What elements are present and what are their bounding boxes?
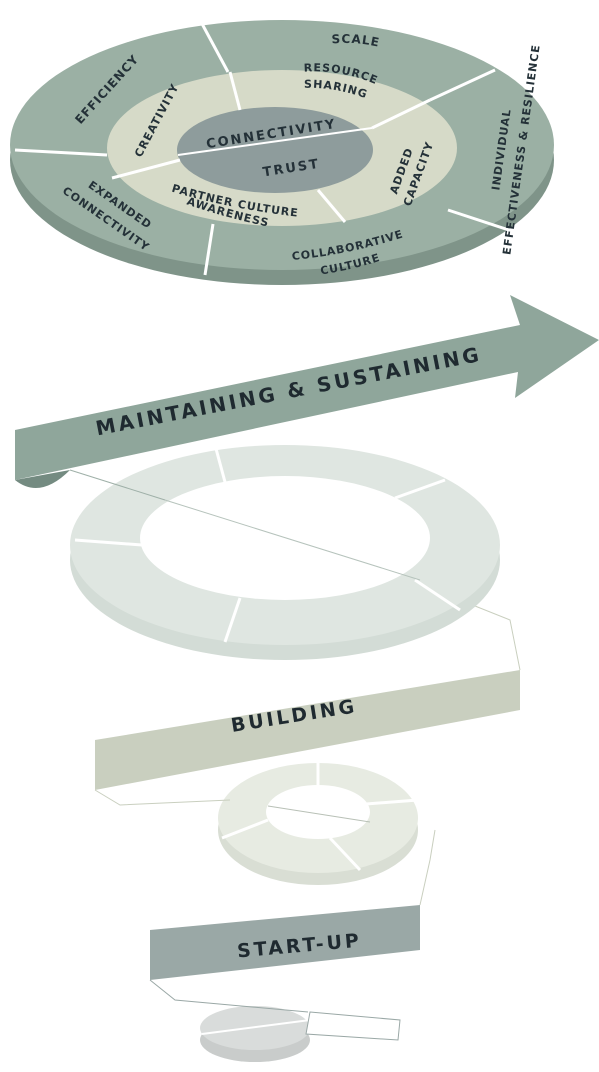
outer-label-scale: SCALE: [331, 32, 381, 50]
startup-base-disc: [200, 1006, 311, 1062]
maintaining-faded-ring: [69, 444, 500, 660]
top-disc: [10, 19, 554, 285]
building-ring: [218, 763, 419, 885]
startup-ribbon: START-UP: [149, 905, 420, 1041]
